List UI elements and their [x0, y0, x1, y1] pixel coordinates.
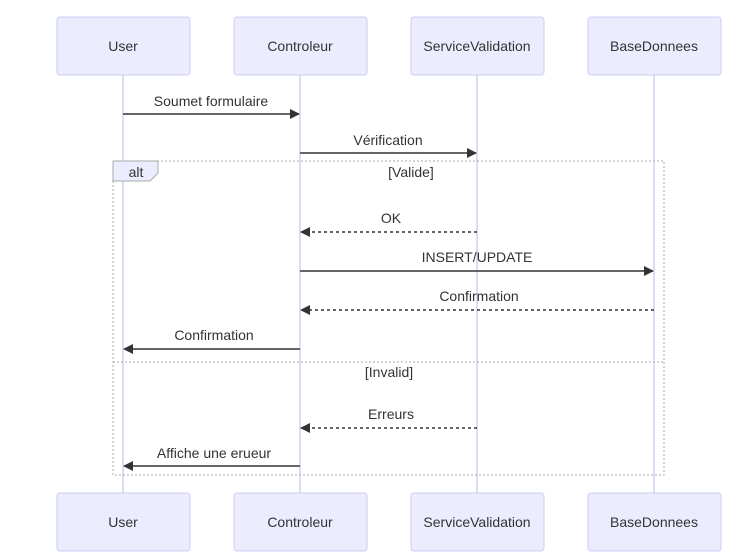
alt-frame-tab [112, 160, 159, 182]
actors-bottom: User Controleur ServiceValidation BaseDo… [56, 492, 722, 552]
actor-box-user-bottom [56, 492, 191, 552]
alt-frame-label: alt [129, 164, 144, 180]
message-label: Confirmation [174, 327, 253, 343]
message-label: OK [381, 210, 402, 226]
actor-label: Controleur [267, 514, 333, 530]
messages: Soumet formulaire Vérification OK INSERT… [123, 93, 654, 471]
message-label: Erreurs [368, 406, 414, 422]
actor-label: Controleur [267, 38, 333, 54]
actor-box-user [56, 16, 191, 76]
actor-box-service-bottom [410, 492, 545, 552]
actors-top: User Controleur ServiceValidation BaseDo… [56, 16, 722, 76]
actor-box-base-bottom [587, 492, 722, 552]
alt-frame-border [112, 160, 665, 476]
alt-condition-valide: [Valide] [388, 164, 434, 180]
actor-label: BaseDonnees [610, 38, 698, 54]
message-label: INSERT/UPDATE [422, 249, 533, 265]
actor-box-base [587, 16, 722, 76]
actor-box-service [410, 16, 545, 76]
actor-label: ServiceValidation [423, 514, 530, 530]
message-label: Vérification [353, 132, 422, 148]
actor-box-controleur [233, 16, 368, 76]
alt-frame: alt [Valide] [Invalid] [112, 160, 665, 476]
actor-label: User [108, 38, 138, 54]
actor-label: User [108, 514, 138, 530]
alt-condition-invalid: [Invalid] [365, 364, 413, 380]
message-label: Confirmation [439, 288, 518, 304]
actor-label: ServiceValidation [423, 38, 530, 54]
actor-box-controleur-bottom [233, 492, 368, 552]
actor-label: BaseDonnees [610, 514, 698, 530]
message-label: Soumet formulaire [154, 93, 269, 109]
message-label: Affiche une erueur [157, 445, 271, 461]
